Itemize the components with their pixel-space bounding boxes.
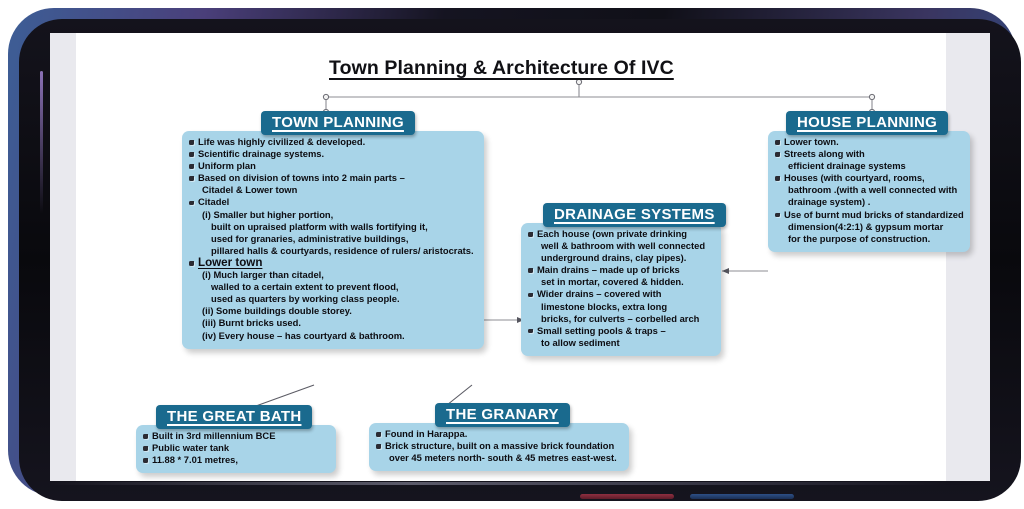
node-the-granary-header[interactable]: THE GRANARY bbox=[435, 403, 570, 427]
list-item: built on upraised platform with walls fo… bbox=[211, 220, 428, 232]
list-item: dimension(4:2:1) & gypsum mortar bbox=[788, 220, 944, 232]
list-item: Life was highly civilized & developed. bbox=[189, 136, 476, 148]
node-house-planning-header[interactable]: HOUSE PLANNING bbox=[786, 111, 949, 135]
volume-button[interactable] bbox=[690, 494, 794, 499]
node-drainage-systems[interactable]: DRAINAGE SYSTEMS Each house (own private… bbox=[521, 203, 726, 356]
list-item: efficient drainage systems bbox=[788, 160, 906, 172]
list-item: Built in 3rd millennium BCE bbox=[143, 430, 328, 442]
list-item: Citadel bbox=[189, 196, 476, 208]
list-item: 11.88 * 7.01 metres, bbox=[143, 454, 328, 466]
document-page[interactable]: Town Planning & Architecture Of IVC TOWN… bbox=[76, 33, 970, 481]
list-item: pillared halls & courtyards, residence o… bbox=[211, 244, 474, 256]
list-item: limestone blocks, extra long bbox=[541, 300, 668, 312]
list-item: Each house (own private drinking bbox=[528, 228, 713, 240]
list-item: walled to a certain extent to prevent fl… bbox=[211, 281, 399, 293]
node-the-great-bath[interactable]: THE GREAT BATH Built in 3rd millennium B… bbox=[136, 405, 336, 474]
list-item: Based on division of towns into 2 main p… bbox=[189, 172, 476, 184]
list-item: Uniform plan bbox=[189, 160, 476, 172]
list-item: (iii) Burnt bricks used. bbox=[202, 317, 301, 329]
list-item: Houses (with courtyard, rooms, bbox=[775, 172, 962, 184]
node-drainage-systems-body: Each house (own private drinking well & … bbox=[521, 223, 721, 356]
list-item: Small setting pools & traps – bbox=[528, 325, 713, 337]
node-town-planning[interactable]: TOWN PLANNING Life was highly civilized … bbox=[182, 111, 484, 349]
list-item: bricks, for culverts – corbelled arch bbox=[541, 312, 700, 324]
node-house-planning-body: Lower town. Streets along with efficient… bbox=[768, 131, 970, 252]
list-item: drainage system) . bbox=[788, 196, 871, 208]
phone-frame: Town Planning & Architecture Of IVC TOWN… bbox=[8, 8, 1021, 501]
node-town-planning-header[interactable]: TOWN PLANNING bbox=[261, 111, 415, 135]
list-item: Public water tank bbox=[143, 442, 328, 454]
node-the-granary-body: Found in Harappa. Brick structure, built… bbox=[369, 423, 629, 472]
list-item: to allow sediment bbox=[541, 336, 620, 348]
node-house-planning[interactable]: HOUSE PLANNING Lower town. Streets along… bbox=[768, 111, 970, 252]
list-item: set in mortar, covered & hidden. bbox=[541, 276, 684, 288]
list-item: well & bathroom with well connected bbox=[541, 240, 706, 252]
list-item: Scientific drainage systems. bbox=[189, 148, 476, 160]
list-item: Brick structure, built on a massive bric… bbox=[376, 440, 621, 452]
list-item: bathroom .(with a well connected with bbox=[788, 184, 958, 196]
power-button[interactable] bbox=[580, 494, 674, 499]
node-drainage-systems-header[interactable]: DRAINAGE SYSTEMS bbox=[543, 203, 726, 227]
mindmap-diagram: Town Planning & Architecture Of IVC TOWN… bbox=[76, 33, 970, 481]
list-item: underground drains, clay pipes). bbox=[541, 252, 687, 264]
bezel-highlight-left bbox=[40, 71, 43, 221]
phone-screen[interactable]: Town Planning & Architecture Of IVC TOWN… bbox=[50, 33, 990, 481]
list-item: (ii) Some buildings double storey. bbox=[202, 305, 352, 317]
list-item: Streets along with bbox=[775, 148, 962, 160]
lower-town-label: Lower town bbox=[198, 255, 263, 269]
list-item: Citadel & Lower town bbox=[202, 184, 298, 196]
list-item: Lower town. bbox=[775, 136, 962, 148]
node-town-planning-body: Life was highly civilized & developed. S… bbox=[182, 131, 484, 349]
page-title: Town Planning & Architecture Of IVC bbox=[329, 57, 674, 79]
list-item: Main drains – made up of bricks bbox=[528, 264, 713, 276]
list-item-lower-town: Lower town bbox=[189, 255, 476, 269]
list-item: for the purpose of construction. bbox=[788, 232, 931, 244]
bezel-highlight-bottom bbox=[48, 482, 948, 485]
list-item: Use of burnt mud bricks of standardized bbox=[775, 209, 964, 221]
node-the-great-bath-header[interactable]: THE GREAT BATH bbox=[156, 405, 313, 429]
list-item: (i) Much larger than citadel, bbox=[202, 269, 324, 281]
list-item: used for granaries, administrative build… bbox=[211, 232, 409, 244]
list-item: over 45 meters north- south & 45 metres … bbox=[389, 452, 617, 464]
list-item: (iv) Every house – has courtyard & bathr… bbox=[202, 329, 405, 341]
node-the-granary[interactable]: THE GRANARY Found in Harappa. Brick stru… bbox=[369, 403, 629, 472]
list-item: Found in Harappa. bbox=[376, 428, 621, 440]
list-item: (i) Smaller but higher portion, bbox=[202, 208, 334, 220]
node-the-great-bath-body: Built in 3rd millennium BCE Public water… bbox=[136, 425, 336, 474]
list-item: used as quarters by working class people… bbox=[211, 293, 400, 305]
list-item: Wider drains – covered with bbox=[528, 288, 713, 300]
